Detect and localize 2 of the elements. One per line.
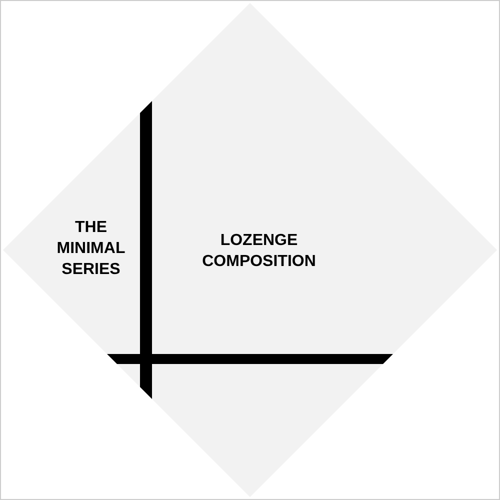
- title-text: LOZENGE COMPOSITION: [201, 231, 317, 272]
- title-text: THE MINIMAL SERIES: [56, 218, 126, 280]
